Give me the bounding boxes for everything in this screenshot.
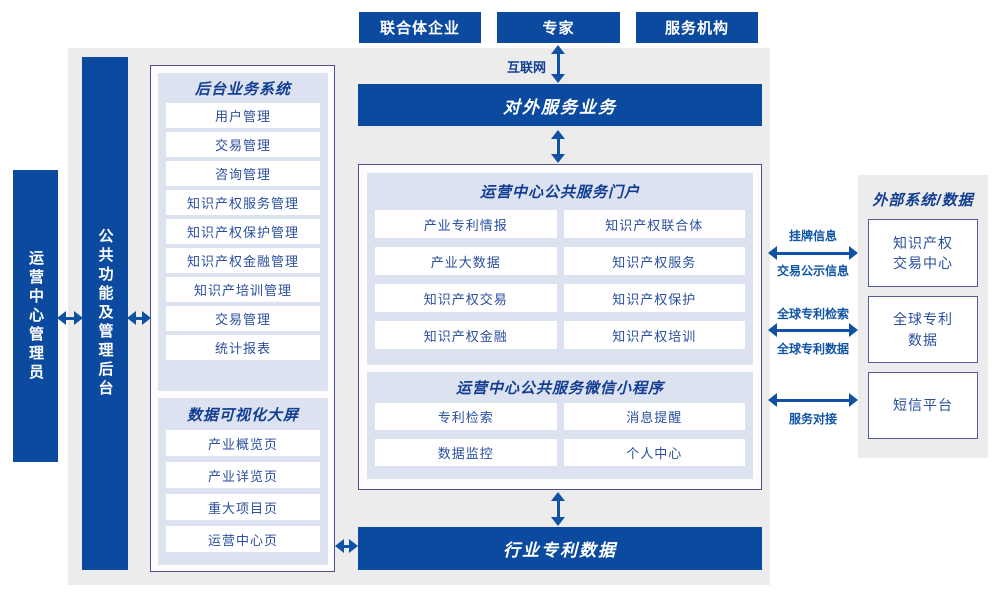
list-item: 知识产权金融 [375,321,557,349]
box-line: 知识产权 [893,234,953,251]
link-label-service-docking: 服务对接 [788,412,837,426]
internet-label: 互联网 [506,60,546,75]
left-systems-container: 后台业务系统 用户管理 交易管理 咨询管理 知识产权服务管理 知识产权保护管理 … [150,65,335,572]
box-line: 数据 [908,331,938,348]
external-systems-panel: 外部系统/数据 知识产权 交易中心 全球专利 数据 短信平台 [858,175,988,458]
list-item: 知识产权服务 [563,247,745,275]
center-services-container: 运营中心公共服务门户 产业专利情报 知识产权联合体 产业大数据 知识产权服务 知… [358,164,762,490]
list-item: 知识产培训管理 [166,277,320,302]
box-line: 交易中心 [893,255,953,271]
list-item: 产业详览页 [166,462,320,488]
arrow-listing-info-icon [768,246,858,260]
actor-consortium-enterprise: 联合体企业 [359,12,481,43]
arrow-portal-to-patentdata-icon [551,492,565,526]
link-label-global-patent-data: 全球专利数据 [776,342,849,356]
actor-expert: 专家 [497,12,620,43]
link-label-trade-publicity: 交易公示信息 [776,264,849,278]
list-item: 交易管理 [166,306,320,331]
list-item: 统计报表 [166,335,320,360]
sidebar-public-function-backend: 公共功能及管理后台 [82,57,128,570]
external-box-global-patent-data: 全球专利 数据 [868,296,978,363]
list-item: 产业概览页 [166,430,320,456]
list-item: 产业大数据 [375,247,557,275]
industry-patent-data-bar: 行业专利数据 [358,527,762,570]
list-item: 消息提醒 [563,403,745,430]
portal-panel: 运营中心公共服务门户 产业专利情报 知识产权联合体 产业大数据 知识产权服务 知… [367,173,753,365]
external-systems-title: 外部系统/数据 [872,192,974,209]
arrow-global-patent-icon [768,323,858,337]
portal-items: 产业专利情报 知识产权联合体 产业大数据 知识产权服务 知识产权交易 知识产权保… [367,210,753,349]
arrow-bar-to-portal-icon [551,130,565,163]
arrow-screen-to-patentdata-icon [335,539,358,553]
external-service-bar: 对外服务业务 [358,84,762,126]
list-item: 运营中心页 [166,526,320,552]
list-item: 知识产权联合体 [563,210,745,238]
box-line: 短信平台 [893,397,953,414]
sidebar-operation-center-admin: 运营中心管理员 [13,170,58,462]
backend-system-items: 用户管理 交易管理 咨询管理 知识产权服务管理 知识产权保护管理 知识产权金融管… [158,103,328,360]
arrow-internet-icon [551,45,565,83]
miniprogram-items: 专利检索 消息提醒 数据监控 个人中心 [367,403,753,466]
list-item: 知识产权交易 [375,284,557,312]
list-item: 产业专利情报 [375,210,557,238]
portal-title: 运营中心公共服务门户 [479,184,640,201]
actor-service-agency: 服务机构 [636,12,758,43]
list-item: 个人中心 [563,439,745,466]
link-label-listing-info: 挂牌信息 [788,229,837,243]
list-item: 专利检索 [375,403,557,430]
external-box-sms-platform: 短信平台 [868,372,978,439]
external-box-ip-trade-center: 知识产权 交易中心 [868,219,978,287]
miniprogram-panel: 运营中心公共服务微信小程序 专利检索 消息提醒 数据监控 个人中心 [367,372,753,479]
data-screen-items: 产业概览页 产业详览页 重大项目页 运营中心页 [158,430,328,552]
link-label-global-patent-search: 全球专利检索 [776,307,849,321]
list-item: 用户管理 [166,103,320,128]
list-item: 知识产权培训 [563,321,745,349]
arrow-service-docking-icon [768,393,858,407]
backend-system-panel: 后台业务系统 用户管理 交易管理 咨询管理 知识产权服务管理 知识产权保护管理 … [158,73,328,391]
miniprogram-title: 运营中心公共服务微信小程序 [455,380,664,397]
box-line: 全球专利 [893,311,953,328]
list-item: 知识产权保护 [563,284,745,312]
list-item: 知识产权保护管理 [166,219,320,244]
arrow-admin-to-backend-icon [57,311,83,325]
list-item: 交易管理 [166,132,320,157]
list-item: 知识产权服务管理 [166,190,320,215]
backend-system-title: 后台业务系统 [194,80,291,98]
arrow-backend-to-systems-icon [127,311,151,325]
data-screen-title: 数据可视化大屏 [186,406,299,424]
list-item: 咨询管理 [166,161,320,186]
data-screen-panel: 数据可视化大屏 产业概览页 产业详览页 重大项目页 运营中心页 [158,398,328,565]
list-item: 知识产权金融管理 [166,248,320,273]
list-item: 数据监控 [375,439,557,466]
list-item: 重大项目页 [166,494,320,520]
